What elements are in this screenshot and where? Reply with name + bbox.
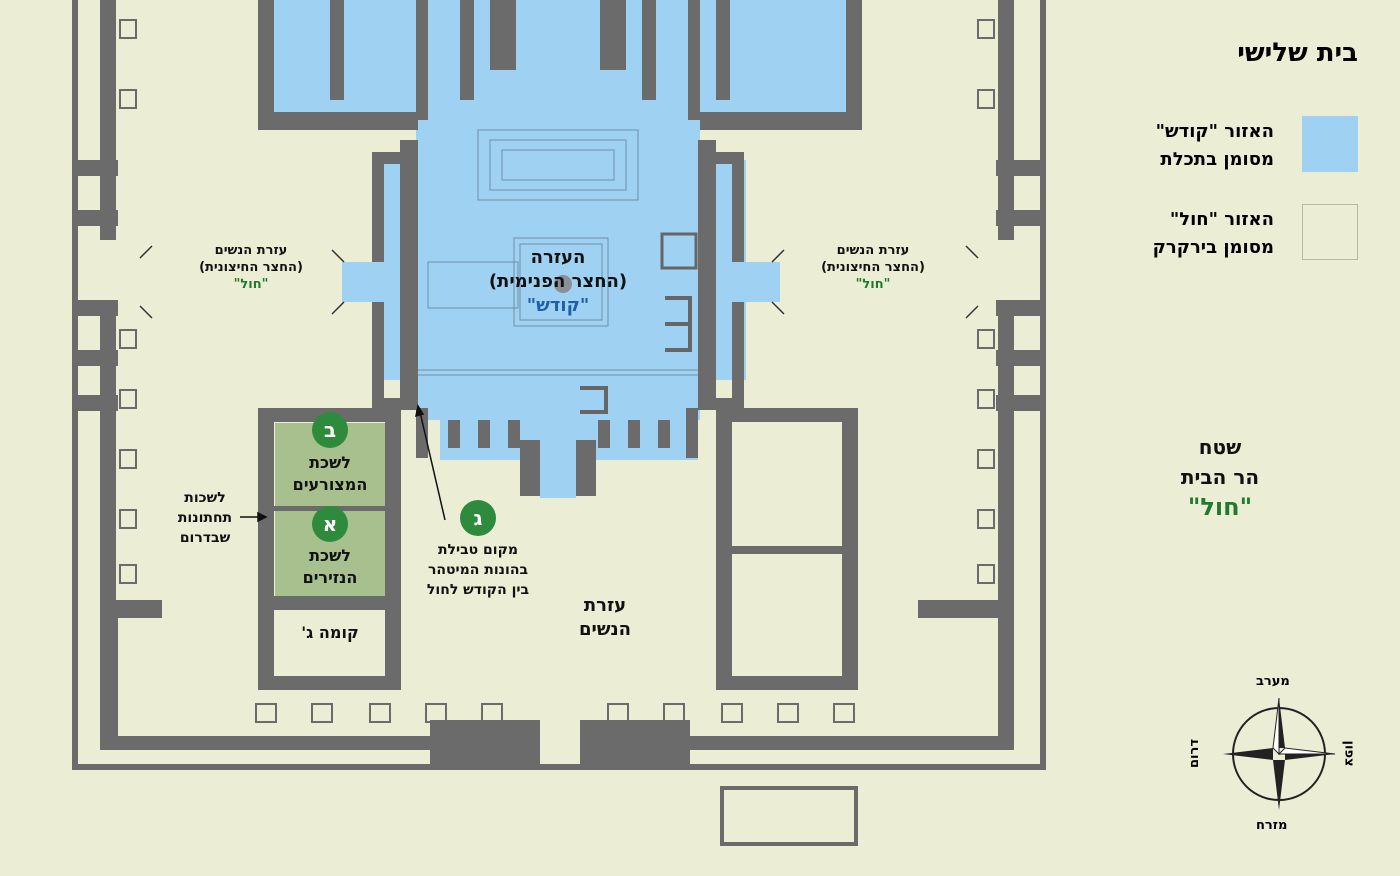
floor-c-label: קומה ג' (301, 623, 359, 642)
ramp-mark (665, 296, 692, 352)
legend-holy-swatch (1302, 116, 1358, 172)
compass-south-label: דרום (1186, 739, 1202, 768)
lower-chambers-label: לשכות תחתונות שבדרום (177, 490, 233, 546)
compass-west-label: מערב (1256, 674, 1290, 689)
azara-label: העזרה (החצר הפנימית) "קודש" (488, 247, 628, 316)
colonnade (119, 19, 995, 846)
outer-court-left-label: עזרת הנשים (החצר החיצונית) "חול" (199, 243, 303, 292)
chamber-a-label: לשכת הנזירים (302, 546, 358, 587)
immersion-badge: ג (460, 500, 496, 536)
gate-lines (139, 245, 979, 319)
pointer-arrows (240, 404, 446, 523)
walls (72, 0, 1046, 770)
outer-court-right-label: עזרת הנשים (החצר החיצונית) "חול" (821, 243, 925, 292)
chamber-b-label: לשכת המצורעים (292, 453, 368, 494)
legend-holy-text: האזור "קודש" מסומן בתכלת (1155, 121, 1274, 170)
compass-rose (1223, 697, 1336, 810)
holy-zone (262, 0, 858, 498)
legend-profane-text: האזור "חול" מסומן בירקרק (1152, 209, 1274, 258)
legend-profane-swatch (1302, 204, 1358, 260)
altar-mark (554, 275, 572, 293)
chamber-a-badge: א (312, 506, 348, 542)
compass-east-label: מזרח (1256, 818, 1288, 833)
temple-mount-label: שטח הר הבית "חול" (1180, 435, 1260, 521)
inner-outlines (416, 129, 700, 376)
table-mark (660, 232, 698, 270)
immersion-label: מקום טבילת בהונות המיטהר בין הקודש לחול (426, 542, 530, 598)
chamber-b-badge: ב (312, 412, 348, 448)
legend-title: בית שלישי (1237, 38, 1358, 68)
womens-court-label: עזרת הנשים (578, 595, 631, 640)
compass-north-label: צפון (1341, 740, 1357, 767)
